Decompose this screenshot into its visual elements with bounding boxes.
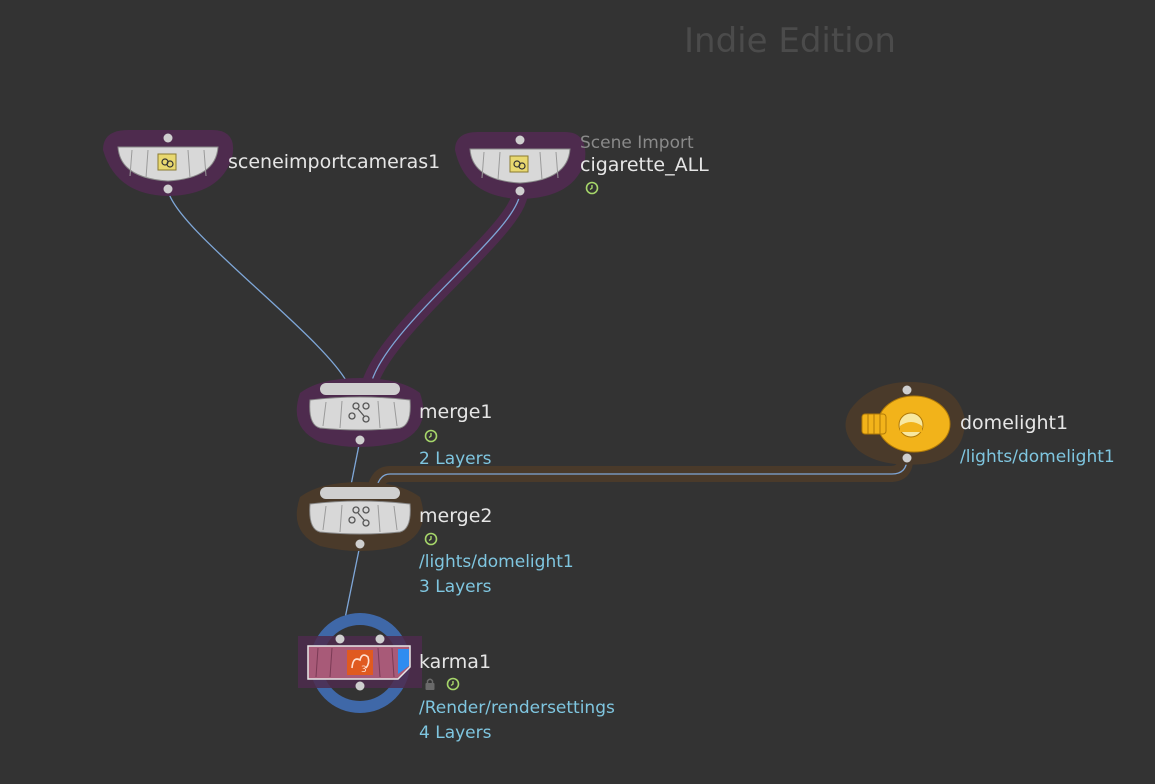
input-bar xyxy=(320,487,400,499)
node-type-hint: Scene Import xyxy=(580,133,694,153)
node-body xyxy=(309,396,411,431)
wire-highlight-cigarette-merge1 xyxy=(360,184,528,398)
clock-flag-icon xyxy=(424,532,438,546)
input-port xyxy=(515,135,525,145)
clock-flag-icon xyxy=(585,181,599,195)
scene-import-icon xyxy=(509,155,529,173)
wire-merge1-merge2 xyxy=(349,439,361,491)
node-karma1[interactable]: 3 xyxy=(298,613,422,713)
svg-text:3: 3 xyxy=(361,665,367,675)
node-name-karma1[interactable]: karma1 xyxy=(419,651,492,673)
node-info-path-domelight1: /lights/domelight1 xyxy=(960,447,1115,467)
clock-flag-icon xyxy=(446,677,460,691)
node-name-sceneimportcameras1[interactable]: sceneimportcameras1 xyxy=(228,151,441,173)
wire-cigarette-merge1 xyxy=(369,191,521,389)
node-name-cigarette-all[interactable]: cigarette_ALL xyxy=(580,154,709,176)
lightbulb-icon xyxy=(861,395,951,453)
node-sceneimportcameras1[interactable] xyxy=(103,130,234,196)
output-port xyxy=(355,539,365,549)
output-port xyxy=(355,435,365,445)
node-body xyxy=(309,500,411,535)
display-flag xyxy=(398,649,409,674)
output-port xyxy=(902,453,912,463)
node-cigarette-all[interactable] xyxy=(455,132,586,199)
node-domelight1[interactable] xyxy=(845,382,966,465)
output-port xyxy=(163,184,173,194)
merge-icon xyxy=(348,402,370,423)
edition-watermark: Indie Edition xyxy=(684,21,896,61)
wire-domelight-merge2 xyxy=(375,457,908,491)
node-name-domelight1[interactable]: domelight1 xyxy=(960,412,1069,434)
node-info-karma1: 4 Layers xyxy=(419,723,492,743)
input-bar xyxy=(320,383,400,395)
node-merge1[interactable] xyxy=(296,378,424,447)
node-name-merge2[interactable]: merge2 xyxy=(419,505,493,527)
output-port xyxy=(355,681,365,691)
input-port xyxy=(902,385,912,395)
node-name-merge1[interactable]: merge1 xyxy=(419,401,493,423)
node-info-path-merge2: /lights/domelight1 xyxy=(419,552,574,572)
lock-icon[interactable] xyxy=(423,677,437,691)
wire-sceneimportcameras1-merge1 xyxy=(167,189,351,389)
input-port xyxy=(163,133,173,143)
node-merge2[interactable] xyxy=(296,482,424,551)
scene-import-icon xyxy=(157,153,177,171)
input-port-2 xyxy=(375,634,385,644)
merge-icon xyxy=(348,506,370,527)
clock-flag-icon xyxy=(424,429,438,443)
node-info-path-karma1: /Render/rendersettings xyxy=(419,698,615,718)
output-port xyxy=(515,186,525,196)
input-port-1 xyxy=(335,634,345,644)
node-info-merge1: 2 Layers xyxy=(419,449,492,469)
karma-icon: 3 xyxy=(347,650,373,675)
node-info-merge2: 3 Layers xyxy=(419,577,492,597)
